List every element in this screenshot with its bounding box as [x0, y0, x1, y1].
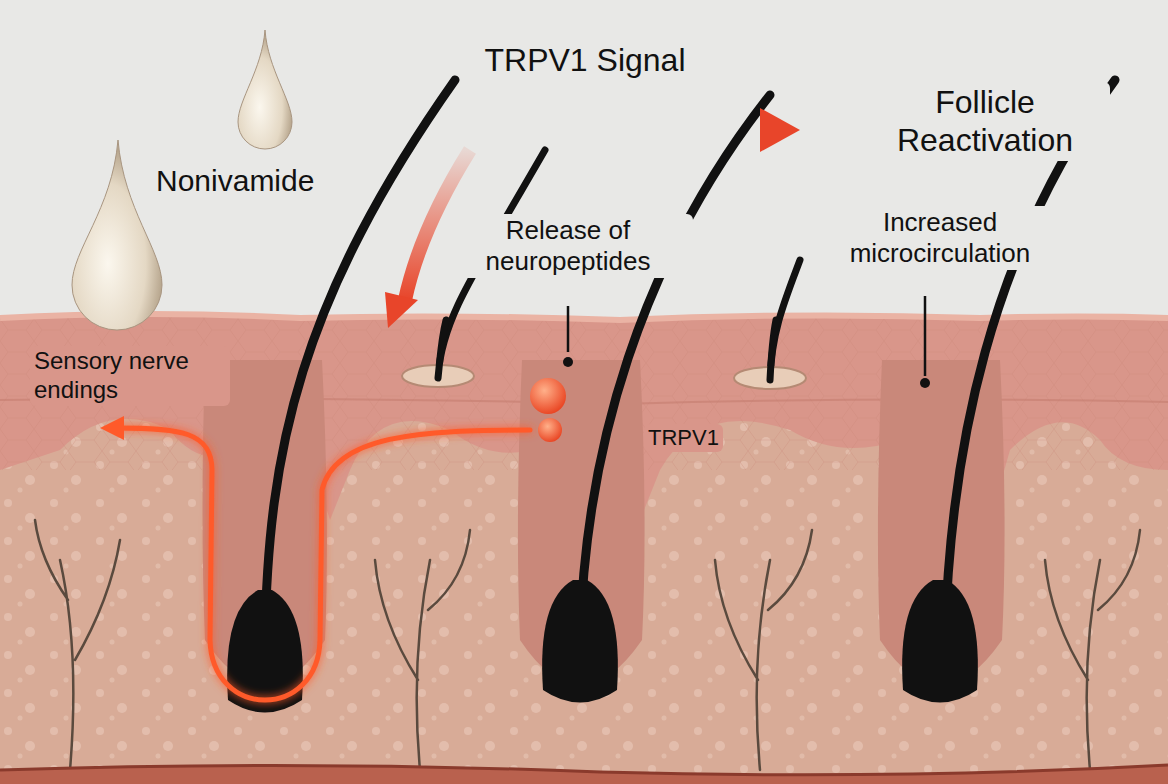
compound-label: Nonivamide: [152, 162, 318, 200]
callout-label: Release of neuropeptides: [443, 214, 693, 278]
nerve-label: Sensory nerve endings: [30, 346, 230, 406]
callout-label: Increased microcirculation: [815, 206, 1065, 270]
receptor-label: TRPV1: [644, 424, 723, 452]
signal-label: TRPV1 Signal: [481, 40, 690, 80]
effect-label: Follicle Reactivation: [860, 82, 1110, 161]
